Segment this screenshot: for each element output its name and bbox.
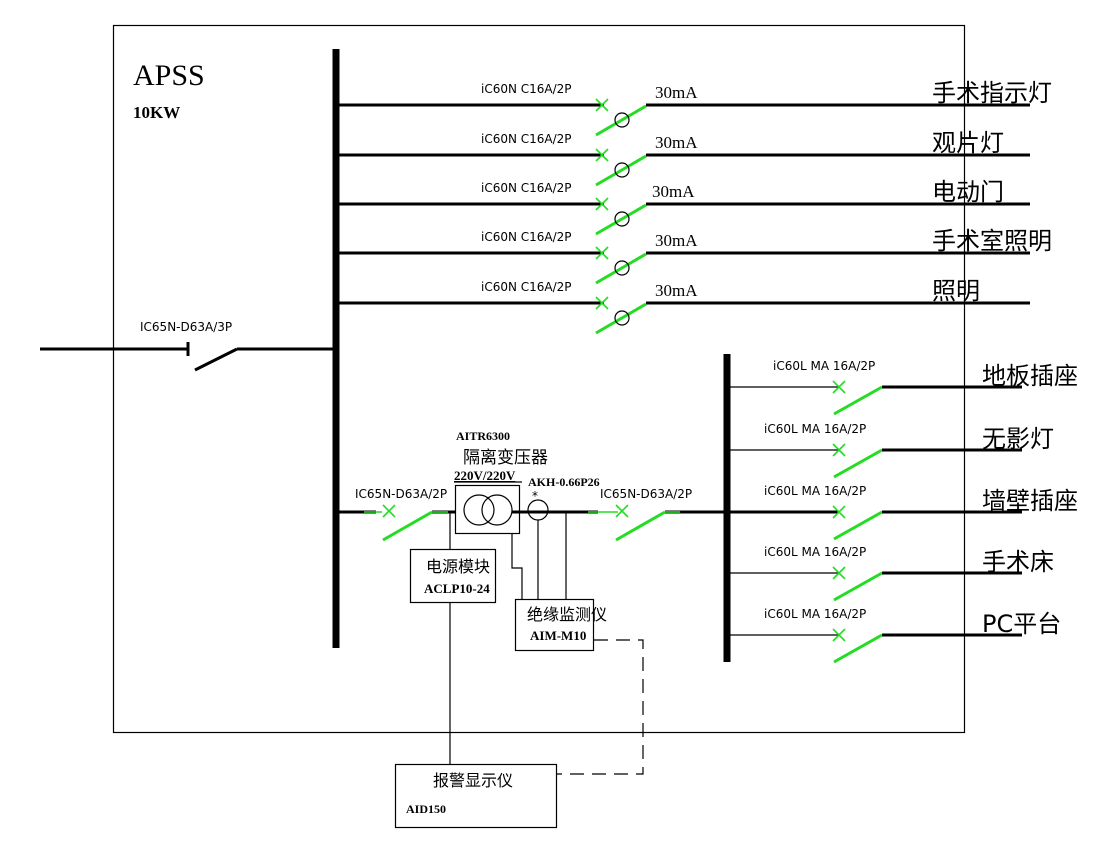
breaker-blade	[595, 203, 647, 236]
load-label: 手术床	[982, 548, 1054, 576]
breaker-label: iC60N C16A/2P	[481, 280, 572, 294]
load-label: 无影灯	[982, 425, 1054, 453]
breaker-x-icon	[595, 296, 609, 310]
lower-circuit: iC60L MA 16A/2P 地板插座	[727, 359, 1078, 416]
insulation-monitor-name: 绝缘监测仪	[527, 605, 607, 624]
current-transformer	[527, 499, 549, 521]
rcd-icon	[614, 310, 630, 326]
upper-circuit: iC60N C16A/2P 30mA 手术指示灯	[336, 79, 1052, 137]
rcd-icon	[614, 162, 630, 178]
load-label: 手术指示灯	[932, 79, 1052, 107]
breaker-blade	[595, 252, 647, 285]
upper-circuit: iC60N C16A/2P 30mA 观片灯	[336, 129, 1030, 187]
alarm-display-box	[394, 763, 558, 829]
ct-marker-icon: *	[532, 489, 538, 503]
transformer-name: 隔离变压器	[463, 448, 548, 468]
insulation-monitor-model: AIM-M10	[530, 628, 586, 643]
rcd-label: 30mA	[652, 182, 695, 201]
rcd-label: 30mA	[655, 83, 698, 102]
power-module-name: 电源模块	[426, 557, 490, 576]
panel-name: APSS	[133, 59, 205, 92]
load-label: 照明	[932, 277, 980, 305]
lower-circuit: iC60L MA 16A/2P 墙壁插座	[727, 484, 1078, 541]
breaker-label: iC60N C16A/2P	[481, 181, 572, 195]
breaker-x-icon	[595, 148, 609, 162]
alarm-display-model: AID150	[406, 802, 446, 816]
breaker-label: iC60L MA 16A/2P	[764, 545, 866, 559]
breaker-blade	[595, 302, 647, 335]
panel-enclosure	[112, 24, 966, 734]
switch-blade	[194, 347, 238, 372]
transformer-box	[454, 484, 521, 535]
transformer-primary-coil	[463, 494, 495, 526]
breaker-blade	[833, 571, 883, 602]
incoming-breaker-label: IC65N-D63A/3P	[140, 320, 232, 334]
breaker-label: iC60L MA 16A/2P	[764, 484, 866, 498]
communication-line	[557, 639, 644, 775]
breaker-blade	[595, 154, 647, 187]
breaker-label: iC60L MA 16A/2P	[764, 422, 866, 436]
lower-circuit: iC60L MA 16A/2P 无影灯	[727, 422, 1054, 479]
breaker-x-icon	[832, 505, 846, 519]
panel-power: 10KW	[133, 103, 180, 122]
upper-circuit: iC60N C16A/2P 30mA 照明	[336, 277, 1030, 335]
breaker-blade	[833, 448, 883, 479]
breaker-label: iC60N C16A/2P	[481, 132, 572, 146]
lower-circuit: iC60L MA 16A/2P 手术床	[727, 545, 1054, 602]
load-label: 墙壁插座	[982, 487, 1078, 515]
iso-output-breaker-label: IC65N-D63A/2P	[600, 487, 692, 501]
breaker-x-icon	[595, 246, 609, 260]
rcd-icon	[614, 112, 630, 128]
rcd-label: 30mA	[655, 281, 698, 300]
breaker-blade	[833, 633, 883, 664]
iso-output-breaker-x	[615, 504, 629, 518]
breaker-x-icon	[832, 443, 846, 457]
load-label: 电动门	[932, 178, 1004, 206]
tx-to-monitor-line	[511, 534, 523, 599]
transformer-voltage: 220V/220V	[454, 468, 516, 483]
breaker-label: iC60L MA 16A/2P	[764, 607, 866, 621]
rcd-label: 30mA	[655, 133, 698, 152]
insulation-monitor-box	[514, 598, 595, 652]
isolation-branch: IC65N-D63A/2P AITR6300 隔离变压器 220V/220V *…	[336, 429, 727, 829]
load-label: PC平台	[982, 610, 1061, 638]
iso-input-breaker-label: IC65N-D63A/2P	[355, 487, 447, 501]
load-label: 地板插座	[982, 362, 1078, 390]
rcd-icon	[614, 260, 630, 276]
breaker-label: iC60N C16A/2P	[481, 82, 572, 96]
breaker-label: iC60N C16A/2P	[481, 230, 572, 244]
lower-circuit: iC60L MA 16A/2P PC平台	[727, 607, 1061, 664]
power-module-model: ACLP10-24	[424, 581, 490, 596]
ct-model: AKH-0.66P26	[528, 475, 600, 489]
load-label: 观片灯	[932, 129, 1004, 157]
breaker-x-icon	[832, 628, 846, 642]
iso-input-breaker-blade	[382, 510, 433, 542]
breaker-x-icon	[832, 566, 846, 580]
upper-circuits: iC60N C16A/2P 30mA 手术指示灯 iC60N C16A/2P 30mA 观…	[336, 79, 1052, 335]
breaker-x-icon	[832, 380, 846, 394]
incoming-feeder: IC65N-D63A/3P	[40, 320, 336, 372]
upper-circuit: iC60N C16A/2P 30mA 手术室照明	[336, 227, 1052, 285]
rcd-label: 30mA	[655, 231, 698, 250]
iso-input-breaker-x	[382, 504, 396, 518]
breaker-blade	[595, 104, 647, 137]
load-label: 手术室照明	[932, 227, 1052, 255]
rcd-icon	[614, 211, 630, 227]
iso-output-breaker-blade	[615, 510, 666, 542]
breaker-x-icon	[595, 98, 609, 112]
breaker-blade	[833, 510, 883, 541]
upper-circuit: iC60N C16A/2P 30mA 电动门	[336, 178, 1030, 236]
breaker-x-icon	[595, 197, 609, 211]
transformer-model: AITR6300	[456, 429, 510, 443]
breaker-blade	[833, 385, 883, 416]
breaker-label: iC60L MA 16A/2P	[773, 359, 875, 373]
alarm-display-name: 报警显示仪	[433, 771, 513, 790]
transformer-secondary-coil	[481, 494, 513, 526]
power-module-box	[409, 548, 497, 604]
